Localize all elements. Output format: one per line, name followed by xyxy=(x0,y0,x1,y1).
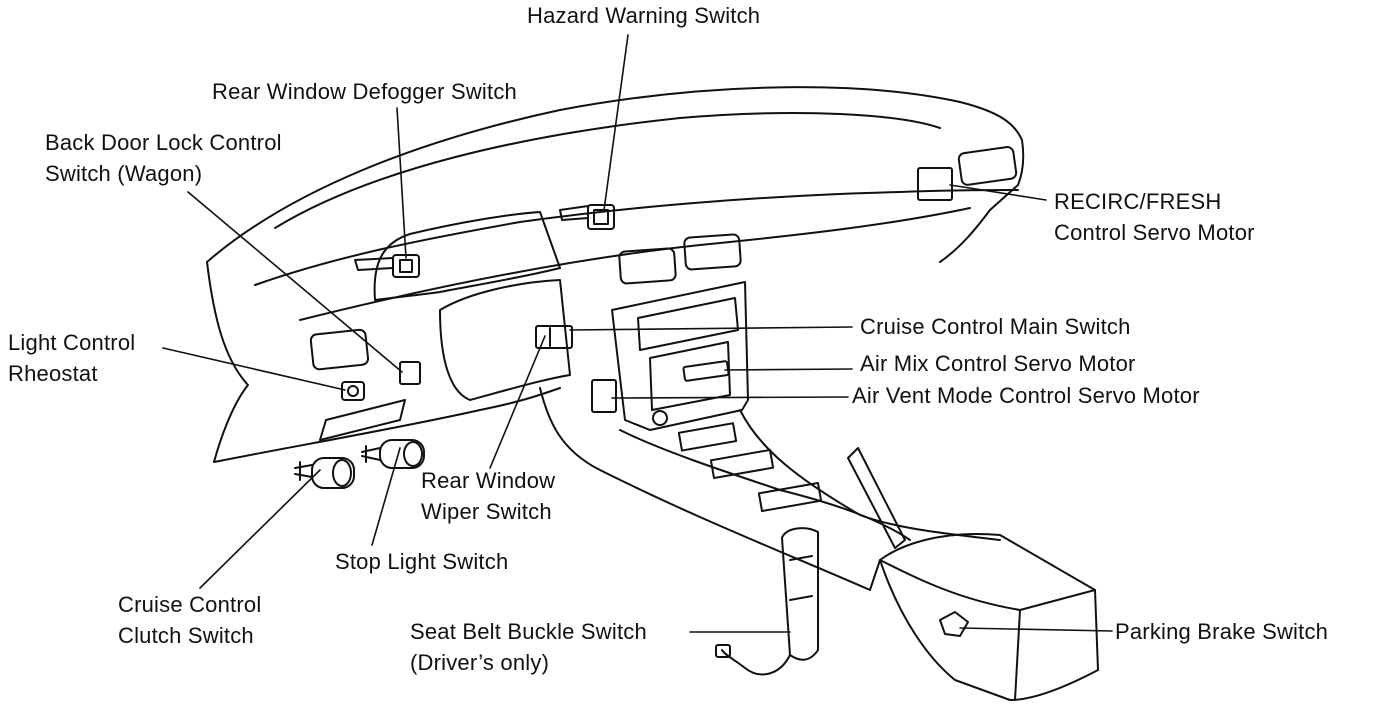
cruise-clutch-switch-body xyxy=(311,457,355,489)
defogger-switch-inner xyxy=(399,259,413,273)
hazard-switch-body xyxy=(587,204,615,230)
label-line: Seat Belt Buckle Switch xyxy=(410,619,647,644)
radio-slot xyxy=(637,297,739,351)
instrument-hood xyxy=(373,211,561,301)
label-line: Rear Window Defogger Switch xyxy=(212,79,517,104)
label-cruise-control-main-switch: Cruise Control Main Switch xyxy=(860,311,1131,342)
label-line: Cruise Control Main Switch xyxy=(860,314,1131,339)
label-line: Switch (Wagon) xyxy=(45,161,203,186)
air-mix-motor xyxy=(682,360,730,382)
console-tray-3 xyxy=(757,481,823,513)
label-rear-window-wiper-switch: Rear Window Wiper Switch xyxy=(421,465,555,527)
fascia-line xyxy=(254,189,1019,286)
label-line: Stop Light Switch xyxy=(335,549,509,574)
hazard-switch-inner xyxy=(593,209,609,225)
label-line: Wiper Switch xyxy=(421,499,552,524)
dash-left-edge xyxy=(206,261,249,463)
leader-light-control xyxy=(162,347,346,391)
label-line: Rheostat xyxy=(8,361,98,386)
hazard-switch-mount xyxy=(559,205,589,221)
label-line: Back Door Lock Control xyxy=(45,130,282,155)
defogger-switch-mount xyxy=(354,257,394,271)
leader-cruise-clutch xyxy=(199,469,321,589)
rheostat-knob xyxy=(347,385,359,397)
console-tray-1 xyxy=(677,422,738,452)
wiper-switch-body xyxy=(399,361,421,385)
dash-right-edge xyxy=(939,139,1025,263)
console-right xyxy=(739,409,1001,541)
label-back-door-lock-control: Back Door Lock Control Switch (Wagon) xyxy=(45,127,282,189)
lower-dash xyxy=(213,387,561,463)
label-line: Hazard Warning Switch xyxy=(527,3,761,28)
label-air-mix-control-servo-motor: Air Mix Control Servo Motor xyxy=(860,348,1136,379)
seat-belt-buckle xyxy=(781,527,819,661)
leader-recirc xyxy=(949,184,1047,201)
vent-left xyxy=(618,247,677,285)
label-line: Parking Brake Switch xyxy=(1115,619,1329,644)
label-air-vent-mode-control-servo-motor: Air Vent Mode Control Servo Motor xyxy=(852,380,1200,411)
air-vent-motor xyxy=(591,379,617,413)
fascia-line-2 xyxy=(299,207,971,321)
stop-light-switch-body xyxy=(379,439,425,469)
label-light-control-rheostat: Light Control Rheostat xyxy=(8,327,135,389)
console-knob xyxy=(652,410,668,426)
dash-top-inner xyxy=(274,112,941,229)
vent-far-left xyxy=(309,328,370,371)
parking-brake-lever xyxy=(847,447,906,549)
leader-cruise-main xyxy=(569,326,853,331)
console-box-lid xyxy=(879,559,1096,611)
vent-far-right xyxy=(957,146,1018,186)
rheostat-body xyxy=(341,381,365,401)
label-line: RECIRC/FRESH xyxy=(1054,189,1222,214)
leader-air-mix xyxy=(724,368,853,371)
parking-brake-switch xyxy=(939,611,969,637)
steering-opening xyxy=(439,279,571,401)
seat-belt-wire xyxy=(721,649,791,676)
dash-top-outline xyxy=(206,86,1023,263)
leader-stop-light xyxy=(371,447,401,546)
label-line: Control Servo Motor xyxy=(1054,220,1255,245)
label-line: Clutch Switch xyxy=(118,623,254,648)
label-recirc-fresh-servo-motor: RECIRC/FRESH Control Servo Motor xyxy=(1054,186,1255,248)
label-line: (Driver’s only) xyxy=(410,650,550,675)
cruise-main-switch xyxy=(535,325,573,349)
console-box-front xyxy=(1014,609,1021,701)
vent-right xyxy=(683,233,742,271)
hvac-panel xyxy=(649,341,731,411)
console-box xyxy=(879,533,1099,701)
label-parking-brake-switch: Parking Brake Switch xyxy=(1115,616,1328,647)
leader-air-vent xyxy=(611,396,849,399)
label-line: Cruise Control xyxy=(118,592,262,617)
label-rear-window-defogger-switch: Rear Window Defogger Switch xyxy=(212,76,517,107)
console-left xyxy=(539,387,881,591)
leader-backdoor xyxy=(187,191,403,373)
label-stop-light-switch: Stop Light Switch xyxy=(335,546,508,577)
recirc-motor xyxy=(917,167,953,201)
console-tray-2 xyxy=(709,448,775,480)
label-line: Air Mix Control Servo Motor xyxy=(860,351,1136,376)
label-line: Air Vent Mode Control Servo Motor xyxy=(852,383,1200,408)
leader-rear-wiper xyxy=(489,335,546,469)
label-line: Rear Window xyxy=(421,468,556,493)
label-cruise-control-clutch-switch: Cruise Control Clutch Switch xyxy=(118,589,261,651)
leader-parking-brake xyxy=(959,627,1113,632)
label-line: Light Control xyxy=(8,330,136,355)
leader-hazard xyxy=(603,34,629,211)
label-seat-belt-buckle-switch: Seat Belt Buckle Switch (Driver’s only) xyxy=(410,616,647,678)
leader-defogger xyxy=(396,107,407,259)
label-hazard-warning-switch: Hazard Warning Switch xyxy=(527,0,760,31)
center-stack xyxy=(611,281,749,431)
lower-panel xyxy=(319,399,406,441)
